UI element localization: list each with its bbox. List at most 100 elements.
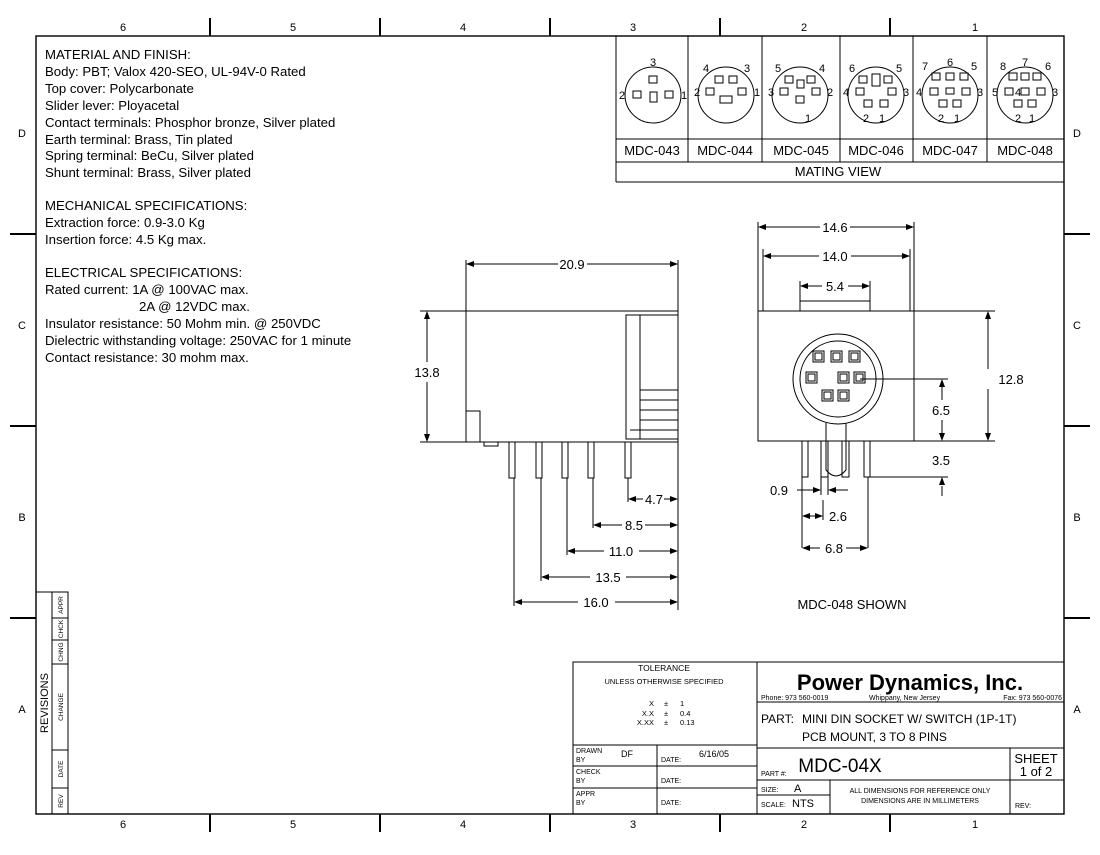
mating-048-pin-1: 1	[1029, 113, 1035, 125]
mating-043-pin-2: 2	[619, 90, 625, 102]
zone-row-b-right: B	[1073, 512, 1080, 524]
side-height-dim: 13.8	[414, 365, 439, 380]
electrical-line: Contact resistance: 30 mohm max.	[45, 349, 249, 365]
tol-xx-pm: ±	[664, 709, 668, 718]
drawn-date-label: DATE:	[661, 757, 681, 764]
zone-col-2-top: 2	[801, 22, 807, 34]
mating-label-047: MDC-047	[922, 143, 978, 158]
revisions-title: REVISIONS	[39, 673, 51, 733]
reference-note-2: DIMENSIONS ARE IN MILLIMETERS	[861, 798, 979, 805]
tolerance-title: TOLERANCE	[638, 663, 690, 673]
zone-col-3-bottom: 3	[630, 819, 636, 831]
front-view-caption: MDC-048 SHOWN	[797, 597, 906, 612]
electrical-section: ELECTRICAL SPECIFICATIONS: Rated current…	[45, 265, 351, 366]
mating-045-pin-3: 3	[768, 87, 774, 99]
material-section: MATERIAL AND FINISH: Body: PBT; Valox 42…	[45, 47, 351, 182]
electrical-line: Insulator resistance: 50 Mohm min. @ 250…	[45, 315, 321, 331]
material-line: Body: PBT; Valox 420-SEO, UL-94V-0 Rated	[45, 63, 306, 79]
company-name: Power Dynamics, Inc.	[797, 670, 1023, 695]
electrical-line: Dielectric withstanding voltage: 250VAC …	[45, 332, 352, 348]
mating-048-pin-7: 7	[1022, 57, 1028, 69]
material-line: Top cover: Polycarbonate	[45, 80, 194, 96]
mating-046-pin-1: 1	[879, 113, 885, 125]
zone-col-1-top: 1	[972, 22, 978, 34]
check-date-label: DATE:	[661, 778, 681, 785]
material-heading: MATERIAL AND FINISH:	[45, 47, 191, 62]
mating-047-pin-5: 5	[971, 61, 977, 73]
check-by-label-1: CHECK	[576, 769, 601, 776]
zone-col-6-bottom: 6	[120, 819, 126, 831]
appr-by-label-2: BY	[576, 800, 586, 807]
pin-dim-11-0: 11.0	[609, 544, 633, 559]
rev-col-chng: CHNG	[58, 642, 65, 661]
appr-by-label-1: APPR	[576, 791, 595, 798]
material-line: Earth terminal: Brass, Tin plated	[45, 131, 233, 147]
part-label: PART:	[761, 712, 794, 726]
mating-048-pin-6: 6	[1045, 61, 1051, 73]
mating-047-pin-7: 7	[922, 61, 928, 73]
drawn-by-label-2: BY	[576, 757, 586, 764]
zone-col-5-top: 5	[290, 22, 296, 34]
part-number-label: PART #:	[761, 771, 787, 778]
scale-label: SCALE:	[761, 802, 786, 809]
front-center-height-dim: 6.5	[932, 403, 950, 418]
material-line: Spring terminal: BeCu, Silver plated	[45, 148, 254, 164]
pin-dim-4-7: 4.7	[645, 492, 663, 507]
zone-row-c-left: C	[18, 320, 26, 332]
pin-dim-13-5: 13.5	[595, 570, 620, 585]
part-description-line-2: PCB MOUNT, 3 TO 8 PINS	[802, 730, 947, 744]
front-inner-width-dim: 14.0	[822, 249, 847, 264]
tol-xxx-label: X.XX	[637, 718, 654, 727]
mating-label-048: MDC-048	[997, 143, 1053, 158]
part-description-line-1: MINI DIN SOCKET W/ SWITCH (1P-1T)	[802, 712, 1016, 726]
mating-label-043: MDC-043	[624, 143, 680, 158]
mating-046-pin-2: 2	[863, 113, 869, 125]
front-outer-width-dim: 14.6	[822, 220, 847, 235]
zone-row-b-left: B	[18, 512, 25, 524]
mating-044-pin-3: 3	[744, 63, 750, 75]
mechanical-heading: MECHANICAL SPECIFICATIONS:	[45, 198, 248, 214]
material-line: Shunt terminal: Brass, Silver plated	[45, 165, 251, 181]
mating-047-pin-1: 1	[954, 113, 960, 125]
side-view: 20.9 13.8 4.7 8.5 11.0 13.5 16.0	[414, 257, 679, 610]
mating-view-title: MATING VIEW	[795, 164, 882, 179]
tol-xxx-pm: ±	[664, 718, 668, 727]
size-value: A	[794, 783, 802, 795]
mating-047-pin-3: 3	[977, 87, 983, 99]
revisions-block: APPR CHCK CHNG CHANGE DATE REV REVISIONS	[35, 591, 69, 815]
front-view: 14.6 14.0 5.4 12.8 6.5 3.5 0.9 2.6 6.8 M…	[757, 220, 1024, 612]
material-line: Slider lever: Ployacetal	[45, 97, 180, 113]
sheet-value: 1 of 2	[1020, 764, 1053, 779]
zone-row-a-left: A	[18, 704, 26, 716]
zone-col-5-bottom: 5	[290, 819, 296, 831]
specifications-notes: MATERIAL AND FINISH: Body: PBT; Valox 42…	[45, 47, 351, 382]
mating-045-pin-1: 1	[805, 113, 811, 125]
mating-045-pin-2: 2	[827, 87, 833, 99]
mating-048-pin-3: 3	[1052, 87, 1058, 99]
pin-dim-8-5: 8.5	[625, 518, 643, 533]
rev-col-rev: REV	[58, 794, 65, 808]
scale-value: NTS	[792, 798, 814, 810]
mechanical-line: Extraction force: 0.9-3.0 Kg	[45, 215, 205, 231]
rev-col-chck: CHCK	[58, 619, 65, 638]
pin-dim-16-0: 16.0	[583, 595, 608, 610]
tol-x-pm: ±	[664, 699, 668, 708]
check-by-label-2: BY	[576, 778, 586, 785]
rev-col-appr: APPR	[58, 596, 65, 614]
rev-col-date: DATE	[58, 760, 65, 778]
tol-xx-label: X.X	[642, 709, 654, 718]
mating-046-pin-3: 3	[903, 87, 909, 99]
mating-046-pin-6: 6	[849, 63, 855, 75]
zone-col-2-bottom: 2	[801, 819, 807, 831]
drawn-by-value: DF	[621, 749, 633, 759]
side-width-dim: 20.9	[559, 257, 584, 272]
mating-label-045: MDC-045	[773, 143, 829, 158]
zone-col-4-top: 4	[460, 22, 466, 34]
zone-col-4-bottom: 4	[460, 819, 466, 831]
reference-note-1: ALL DIMENSIONS FOR REFERENCE ONLY	[850, 788, 991, 795]
material-line: Contact terminals: Phosphor bronze, Silv…	[45, 114, 336, 130]
company-fax: Fax: 973 560-0076	[1003, 695, 1062, 702]
front-pin-width-dim: 0.9	[770, 483, 788, 498]
mating-047-pin-4: 4	[916, 87, 922, 99]
